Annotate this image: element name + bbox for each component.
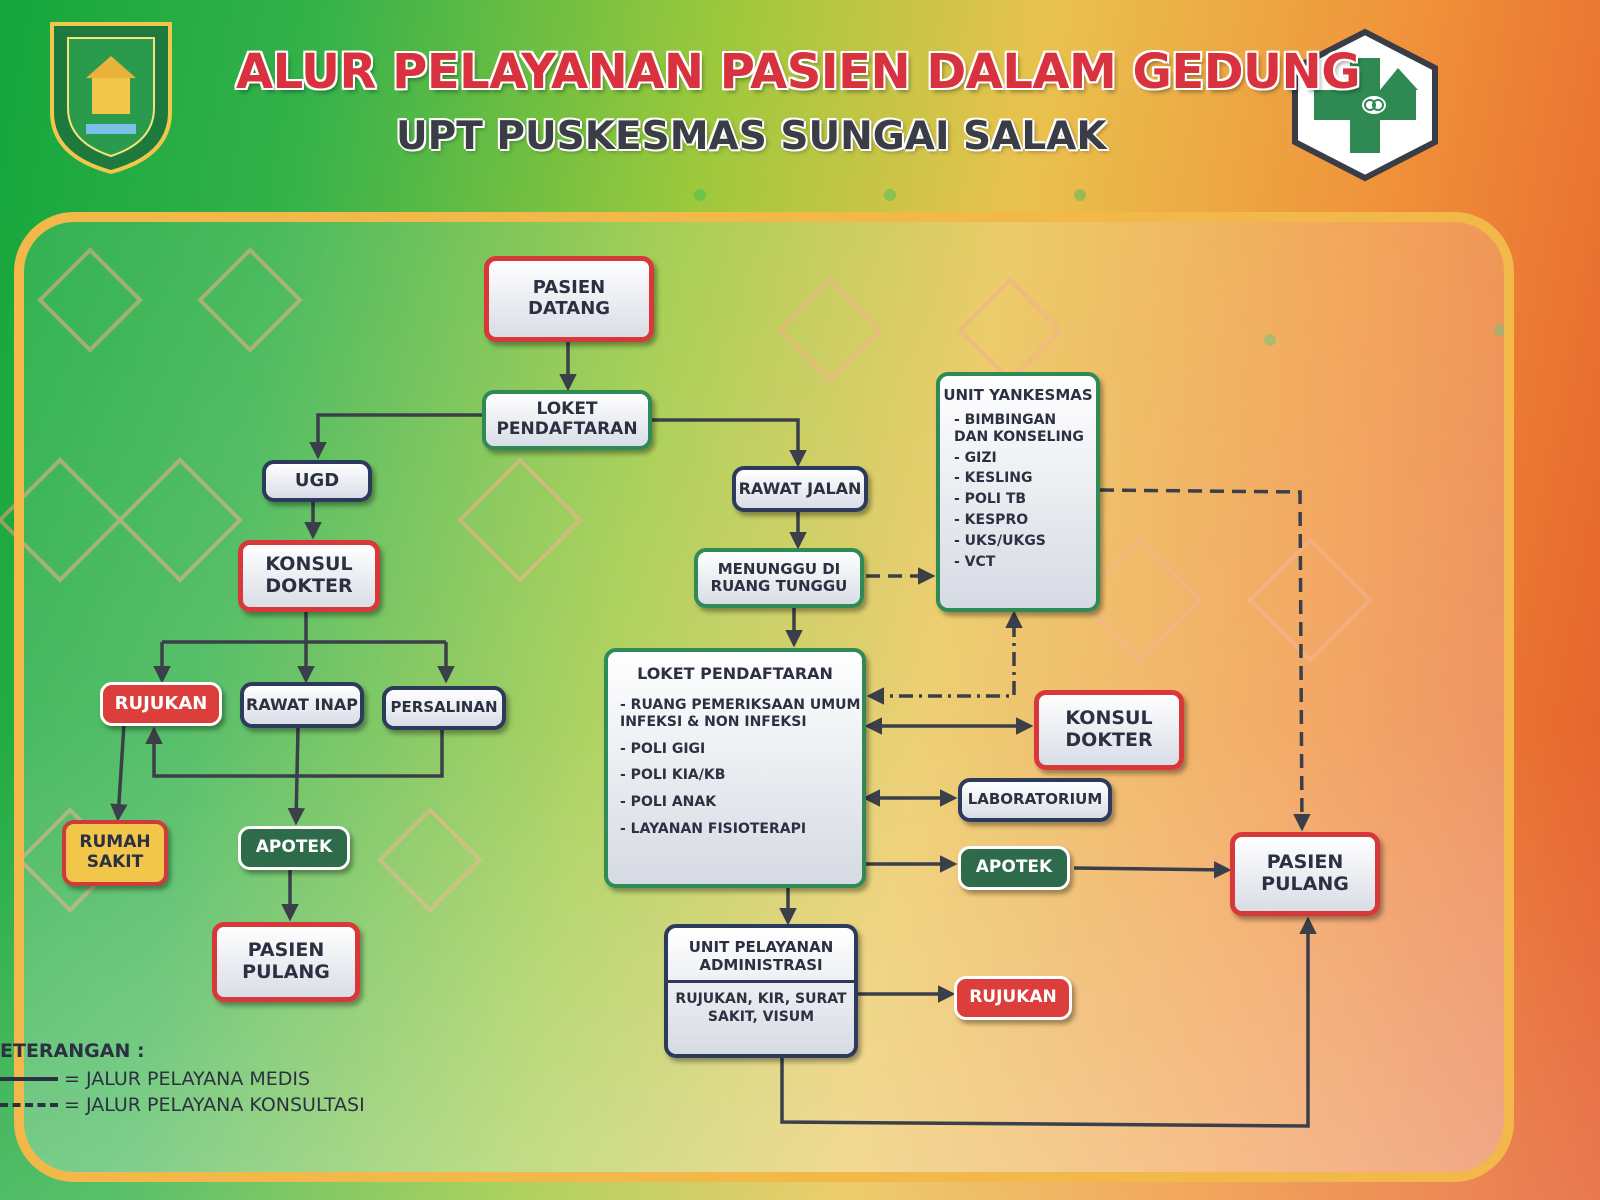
node-rawat-inap: RAWAT INAP [240, 682, 364, 728]
node-konsul-dokter-left: KONSUL DOKTER [238, 540, 380, 612]
legend-solid-label: = JALUR PELAYANA MEDIS [64, 1068, 311, 1090]
arrow-loket-rawat-jalan [652, 418, 807, 468]
list-item: - POLI TB [954, 491, 1027, 508]
list-item: - POLI GIGI [620, 740, 706, 757]
node-laboratorium: LABORATORIUM [958, 778, 1112, 822]
node-loket-pendaftaran-top: LOKET PENDAFTARAN [482, 390, 652, 450]
node-menunggu-ruang-tunggu: MENUNGGU DI RUANG TUNGGU [694, 548, 864, 608]
arrow-konsul-branch [162, 612, 446, 644]
list-item: - POLI ANAK [620, 794, 717, 811]
node-rujukan-right: RUJUKAN [954, 976, 1072, 1020]
loket-main-title: LOKET PENDAFTARAN [637, 664, 833, 683]
list-item: - VCT [954, 553, 996, 570]
legend-solid-line [0, 1077, 58, 1081]
admin-divider [668, 980, 854, 983]
legend-dashed-row: = JALUR PELAYANA KONSULTASI [0, 1094, 420, 1116]
list-item: - RUANG PEMERIKSAAN UMUM INFEKSI & NON I… [620, 697, 861, 730]
node-rujukan-left: RUJUKAN [100, 682, 222, 726]
node-unit-administrasi: UNIT PELAYANAN ADMINISTRASI RUJUKAN, KIR… [664, 924, 858, 1058]
list-item: - KESPRO [954, 511, 1029, 528]
page-title: ALUR PELAYANAN PASIEN DALAM GEDUNG [236, 44, 1361, 100]
legend-dashed-label: = JALUR PELAYANA KONSULTASI [64, 1094, 365, 1116]
admin-body: RUJUKAN, KIR, SURAT SAKIT, VISUM [675, 991, 847, 1025]
regency-emblem-icon [50, 22, 172, 175]
list-item: - BIMBINGAN DAN KONSELING [954, 412, 1084, 445]
arrow-apotek-pulang-right [1073, 861, 1232, 879]
arrow-admin-pulang [780, 916, 1317, 1128]
list-item: - KESLING [954, 470, 1033, 487]
arrow-rujukan-rs [110, 723, 128, 822]
node-pasien-pulang-right: PASIEN PULANG [1230, 832, 1380, 916]
arrow-inap-apotek [287, 727, 306, 826]
node-ugd: UGD [262, 460, 372, 502]
list-item: - POLI KIA/KB [620, 767, 726, 784]
node-loket-pendaftaran-main: LOKET PENDAFTARAN - RUANG PEMERIKSAAN UM… [604, 648, 866, 888]
legend-title: ETERANGAN : [0, 1040, 145, 1062]
legend-dashed-line [0, 1103, 58, 1107]
list-item: - LAYANAN FISIOTERAPI [620, 820, 807, 837]
page-subtitle: UPT PUSKESMAS SUNGAI SALAK [396, 114, 1107, 159]
legend: ETERANGAN : = JALUR PELAYANA MEDIS = JAL… [0, 1040, 420, 1130]
node-unit-yankesmas: UNIT YANKESMAS - BIMBINGAN DAN KONSELING… [936, 372, 1100, 612]
node-rumah-sakit: RUMAH SAKIT [62, 820, 168, 886]
node-persalinan: PERSALINAN [382, 686, 506, 730]
node-apotek-right: APOTEK [958, 846, 1070, 890]
dashed-yankesmas-pulang [1099, 488, 1311, 832]
yankesmas-list: - BIMBINGAN DAN KONSELING - GIZI - KESLING… [940, 404, 1096, 570]
puskesmas-cross-icon [1292, 28, 1438, 182]
arrow-loket-ugd [309, 413, 482, 460]
node-konsul-dokter-right: KONSUL DOKTER [1034, 690, 1184, 770]
node-apotek-left: APOTEK [238, 826, 350, 870]
yankesmas-title: UNIT YANKESMAS [943, 386, 1093, 404]
admin-title: UNIT PELAYANAN ADMINISTRASI [688, 938, 834, 974]
node-rawat-jalan: RAWAT JALAN [732, 466, 868, 512]
node-pasien-pulang-left: PASIEN PULANG [212, 922, 360, 1002]
list-item: - UKS/UKGS [954, 532, 1046, 549]
dashed-loket-yankesmas [866, 610, 1023, 705]
legend-solid-row: = JALUR PELAYANA MEDIS [0, 1068, 420, 1090]
loket-main-list: - RUANG PEMERIKSAAN UMUM INFEKSI & NON I… [608, 683, 862, 838]
node-pasien-datang: PASIEN DATANG [484, 256, 654, 342]
list-item: - GIZI [954, 449, 997, 466]
